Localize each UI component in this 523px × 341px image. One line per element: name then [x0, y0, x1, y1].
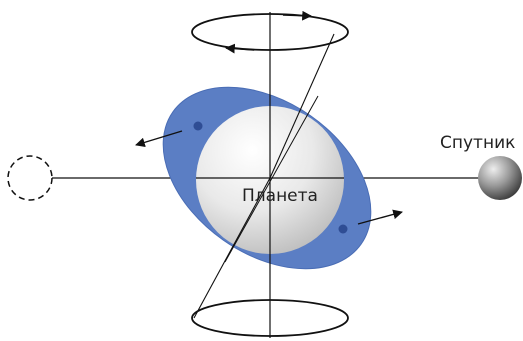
planet-label: Планета	[242, 186, 318, 206]
satellite-ghost-circle	[8, 156, 52, 200]
satellite-label: Спутник	[440, 133, 515, 153]
bulge-dot-upper-left	[194, 122, 203, 131]
bulge-dot-lower-right	[339, 225, 348, 234]
satellite-sphere	[478, 156, 522, 200]
top-rotation-arrow-left-icon	[226, 48, 254, 50]
top-rotation-arrow-right-icon	[283, 15, 311, 16]
